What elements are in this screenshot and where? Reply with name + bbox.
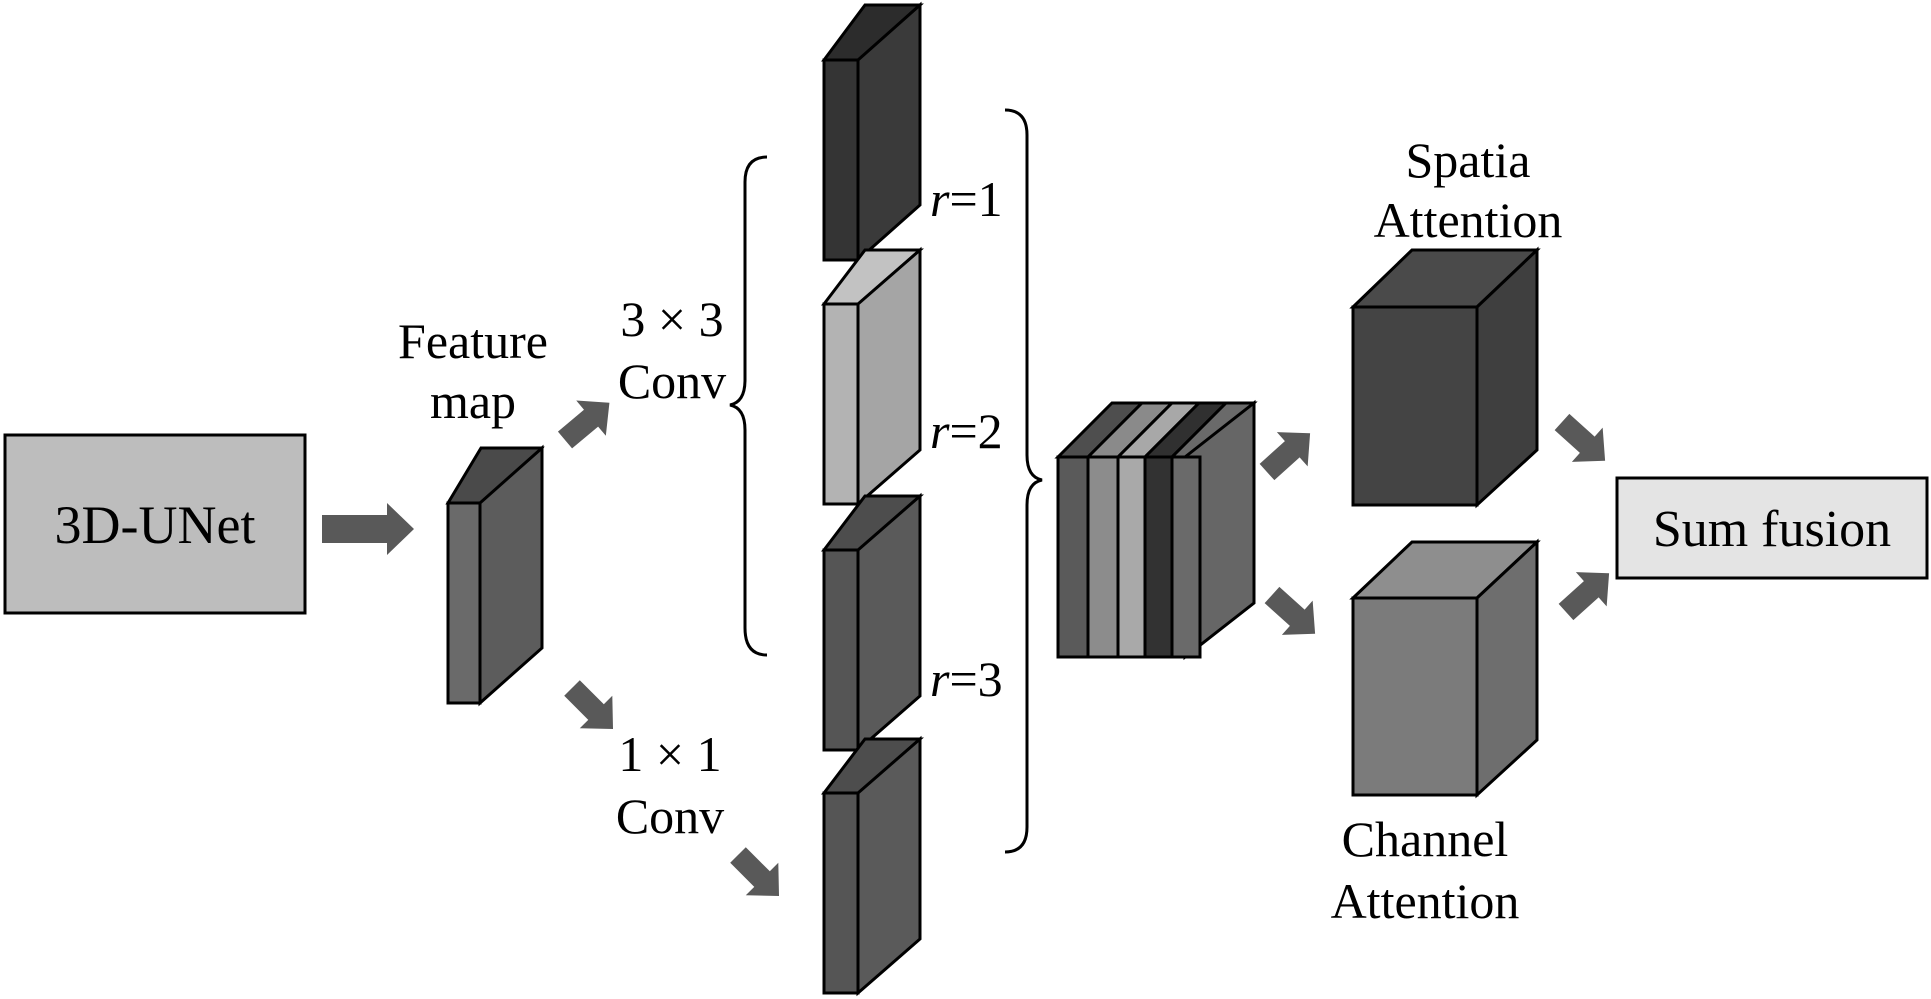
arrow-concat-to-channel: [1264, 586, 1316, 635]
arrow-feature-to-3x3: [557, 400, 610, 449]
arrow-1x1-to-slab: [730, 847, 780, 897]
dilation-value-r3: =3: [949, 651, 1002, 707]
feature-map-label-1: Feature: [398, 313, 548, 369]
dilation-label-r3: r=3: [930, 651, 1003, 707]
spatial-attention-cube: [1349, 246, 1541, 509]
unet-label: 3D-UNet: [55, 495, 256, 555]
conv3-label-1: 3 × 3: [620, 291, 723, 347]
channel-label-2: Attention: [1331, 873, 1520, 929]
slab-r2: [820, 246, 924, 508]
dilation-var-r2: r: [930, 403, 950, 459]
concat-block: [1054, 399, 1258, 661]
dilation-value-r1: =1: [949, 171, 1002, 227]
feature-map-slab: [445, 444, 545, 707]
spatial-label-1: Spatia: [1406, 132, 1531, 188]
spatial-label-2: Attention: [1374, 192, 1563, 248]
sum-fusion-box: [1615, 476, 1929, 580]
arrow-spatial-to-sum: [1554, 413, 1606, 462]
arrow-feature-to-1x1: [564, 680, 614, 730]
dilation-var-r3: r: [930, 651, 950, 707]
dilation-label-r1: r=1: [930, 171, 1003, 227]
brace-3x3: [729, 155, 768, 657]
channel-label-1: Channel: [1342, 811, 1509, 867]
conv1-label-1: 1 × 1: [618, 726, 721, 782]
arrow-concat-to-spatial: [1259, 432, 1311, 481]
sum-fusion-block: Sum fusion: [1615, 476, 1929, 580]
slab-1x1: [820, 735, 924, 997]
feature-map-label-2: map: [430, 373, 516, 429]
unet-block: 3D-UNet: [3, 433, 307, 615]
arrow-channel-to-sum: [1558, 572, 1610, 621]
slab-r3: [820, 492, 924, 754]
dilation-label-r2: r=2: [930, 403, 1003, 459]
dilation-value-r2: =2: [949, 403, 1002, 459]
slab-r1: [821, 1, 924, 264]
brace-concat: [1004, 108, 1043, 854]
dilation-var-r1: r: [930, 171, 950, 227]
arrow-unet-to-feature: [322, 503, 414, 555]
unet-box: [3, 433, 307, 615]
channel-attention-cube: [1349, 538, 1541, 799]
conv1-label-2: Conv: [616, 788, 724, 844]
conv3-label-2: Conv: [618, 353, 726, 409]
sum-fusion-label: Sum fusion: [1653, 501, 1891, 558]
